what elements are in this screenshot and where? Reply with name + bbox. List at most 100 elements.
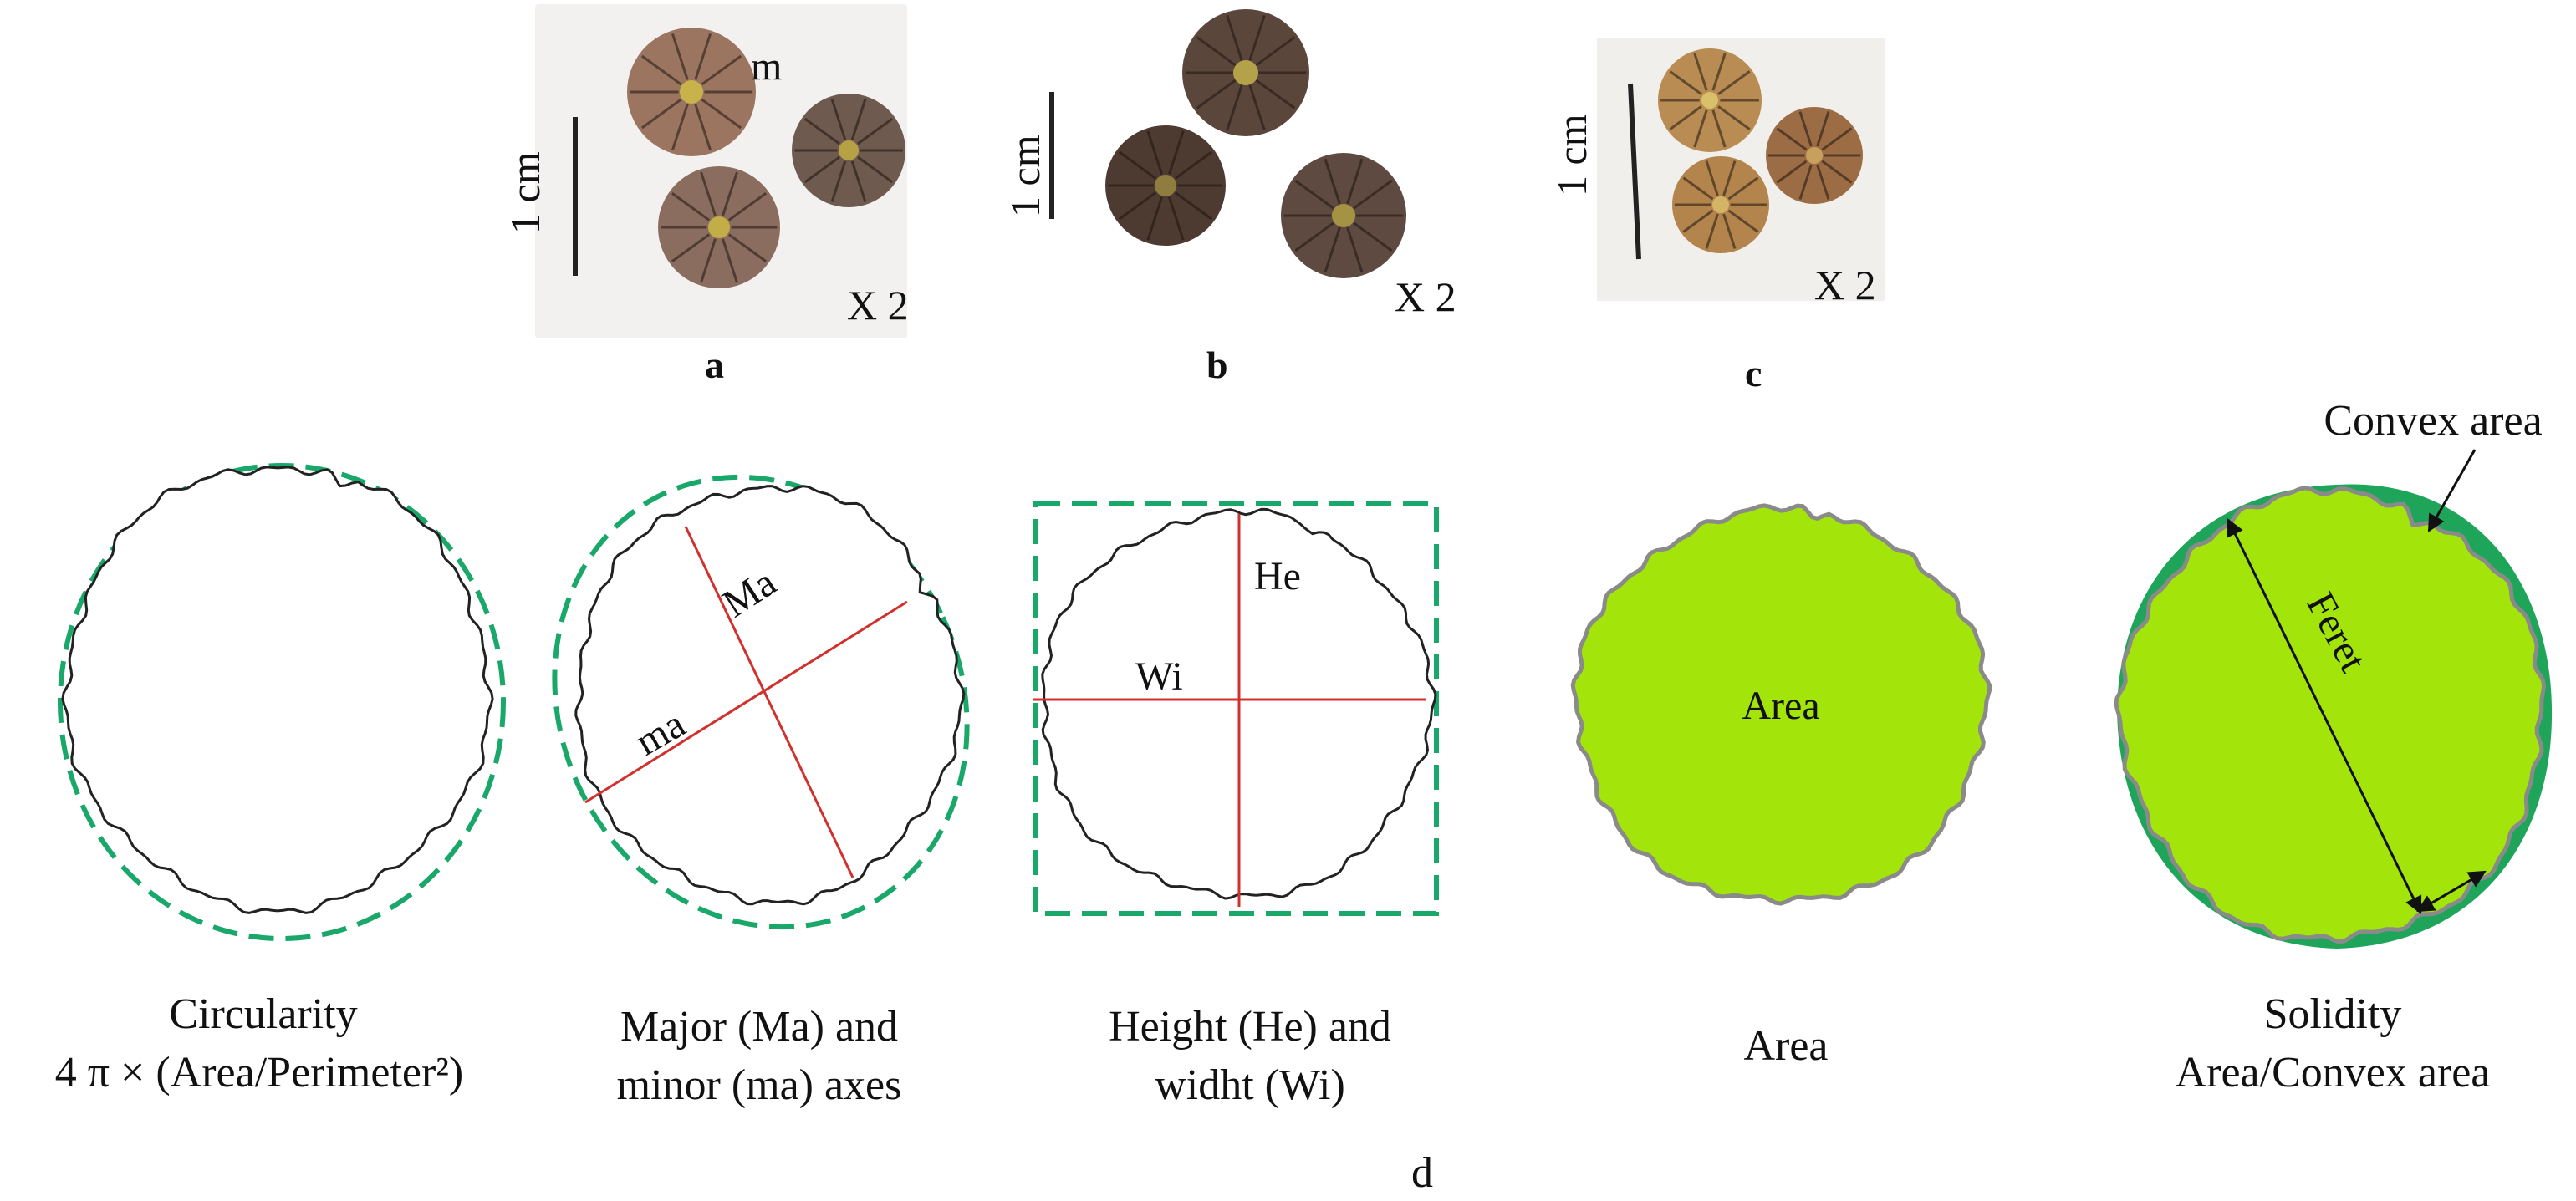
seed-rib — [1226, 14, 1243, 62]
axes-dashed-ellipse — [552, 474, 970, 930]
seed-rib — [1168, 130, 1185, 175]
solidity-caption-line2: Area/Convex area — [2176, 1049, 2491, 1097]
seed-rib — [1255, 36, 1296, 67]
height-width-caption-line2: widht (Wi) — [1155, 1061, 1345, 1109]
scale-label-b: 1 cm — [1002, 135, 1048, 217]
axes-caption-line2: minor (ma) axes — [617, 1061, 902, 1109]
magnification-c: X 2 — [1814, 262, 1876, 308]
seed-rib — [1816, 164, 1830, 200]
seed-rib — [1717, 105, 1751, 130]
circularity-dashed-outline — [58, 463, 506, 941]
seed-rib — [1174, 150, 1213, 180]
solidity-diagram: Feret Convex area Solidity Area/Convex a… — [2114, 397, 2553, 1097]
seed-rib — [1248, 84, 1266, 131]
seed-contour-2 — [574, 485, 966, 906]
seed-rib — [1682, 176, 1714, 201]
magnification-a: X 2 — [847, 282, 909, 328]
seed-a3 — [658, 166, 780, 288]
scale-label-c: 1 cm — [1548, 114, 1595, 196]
seed-rib — [722, 171, 738, 216]
seed-rib — [1146, 130, 1163, 175]
seed-rib — [1776, 127, 1808, 151]
panel-letter-a: a — [705, 344, 724, 386]
panel-letter-d: d — [1411, 1149, 1433, 1197]
area-caption: Area — [1743, 1022, 1828, 1070]
seed-rib — [727, 192, 767, 221]
minor-axis-line — [584, 600, 908, 804]
seed-rib — [1168, 196, 1185, 241]
seed-rib — [1722, 160, 1737, 196]
panel-letter-c: c — [1745, 352, 1762, 394]
circularity-diagram: Circularity 4 π × (Area/Perimeter²) — [55, 463, 506, 1097]
bounding-box-dashed — [1033, 501, 1439, 916]
seed-rib — [1248, 14, 1266, 62]
seed-rib — [1669, 105, 1702, 130]
seed-rib — [1798, 164, 1813, 200]
major-axis-line — [684, 526, 854, 878]
seed-area-fill — [1570, 503, 1992, 906]
seed-rib — [1727, 176, 1759, 201]
seed-rib — [850, 160, 867, 202]
seed-c1 — [1658, 48, 1762, 152]
feret-width-arrow — [2416, 870, 2487, 913]
annotation-m: m — [751, 44, 782, 89]
seed-rib — [671, 33, 689, 80]
solidity-caption-line1: Solidity — [2264, 990, 2402, 1038]
seed-rib — [694, 104, 712, 151]
panel-letter-b: b — [1206, 344, 1228, 386]
seed-rib — [640, 54, 682, 86]
height-width-diagram: He Wi Height (He) and widht (Wi) — [1033, 501, 1439, 1109]
area-diagram: Area Area — [1570, 503, 1992, 1070]
seed-rib — [1324, 158, 1341, 205]
seed-b2 — [1105, 125, 1226, 246]
seed-rib — [1705, 213, 1719, 249]
seed-rib — [1346, 226, 1364, 273]
seed-rib — [803, 117, 840, 145]
seed-rib — [701, 98, 742, 130]
seed-rib — [1798, 111, 1813, 147]
axes-diagram: Ma ma Major (Ma) and minor (ma) axes — [552, 474, 970, 1109]
seed-rib — [1821, 160, 1853, 184]
seed-rib — [1118, 191, 1157, 221]
seed-rib — [1693, 53, 1708, 91]
seed-rib — [727, 233, 767, 262]
seed-rib — [700, 171, 717, 216]
convex-area-pointer — [2427, 449, 2477, 532]
seed-rib — [1294, 221, 1334, 252]
circularity-caption-line1: Circularity — [169, 990, 357, 1038]
seed-rib — [1146, 196, 1163, 241]
seed-rib — [1324, 226, 1341, 273]
seed-rib — [1711, 109, 1727, 148]
seed-b3 — [1281, 153, 1406, 278]
seed-rib — [1346, 158, 1364, 205]
seed-rib — [671, 192, 711, 221]
convex-area-label: Convex area — [2324, 397, 2542, 445]
photo-panel-b: 1 cm X 2 b — [995, 0, 1463, 386]
height-label: He — [1254, 554, 1301, 598]
seed-rib — [1776, 160, 1808, 184]
seed-rib — [671, 233, 711, 262]
seed-rib — [1821, 127, 1853, 151]
seed-c3 — [1672, 156, 1769, 253]
seed-contour-1 — [61, 466, 494, 914]
seed-rib — [1711, 53, 1727, 91]
seed-rib — [857, 155, 894, 184]
seed-rib — [1669, 70, 1702, 95]
seed-rib — [1118, 150, 1157, 180]
seed-rib — [1353, 179, 1393, 210]
seed-rib — [694, 33, 712, 80]
seed-a2 — [792, 94, 905, 207]
circularity-caption-line2: 4 π × (Area/Perimeter²) — [55, 1049, 463, 1097]
scale-bar-c — [1628, 83, 1641, 260]
seed-rib — [1705, 160, 1719, 196]
seed-rib — [1196, 79, 1237, 109]
photo-panel-a: 1 cm m X 2 a — [502, 4, 909, 386]
seed-rib — [640, 98, 682, 130]
seed-rib — [1727, 209, 1759, 233]
seed-rib — [1294, 179, 1334, 210]
seed-rib — [1255, 79, 1296, 109]
magnification-b: X 2 — [1395, 273, 1456, 320]
seed-rib — [1682, 209, 1714, 233]
seed-rib — [830, 99, 847, 140]
seed-rib — [1226, 84, 1243, 131]
